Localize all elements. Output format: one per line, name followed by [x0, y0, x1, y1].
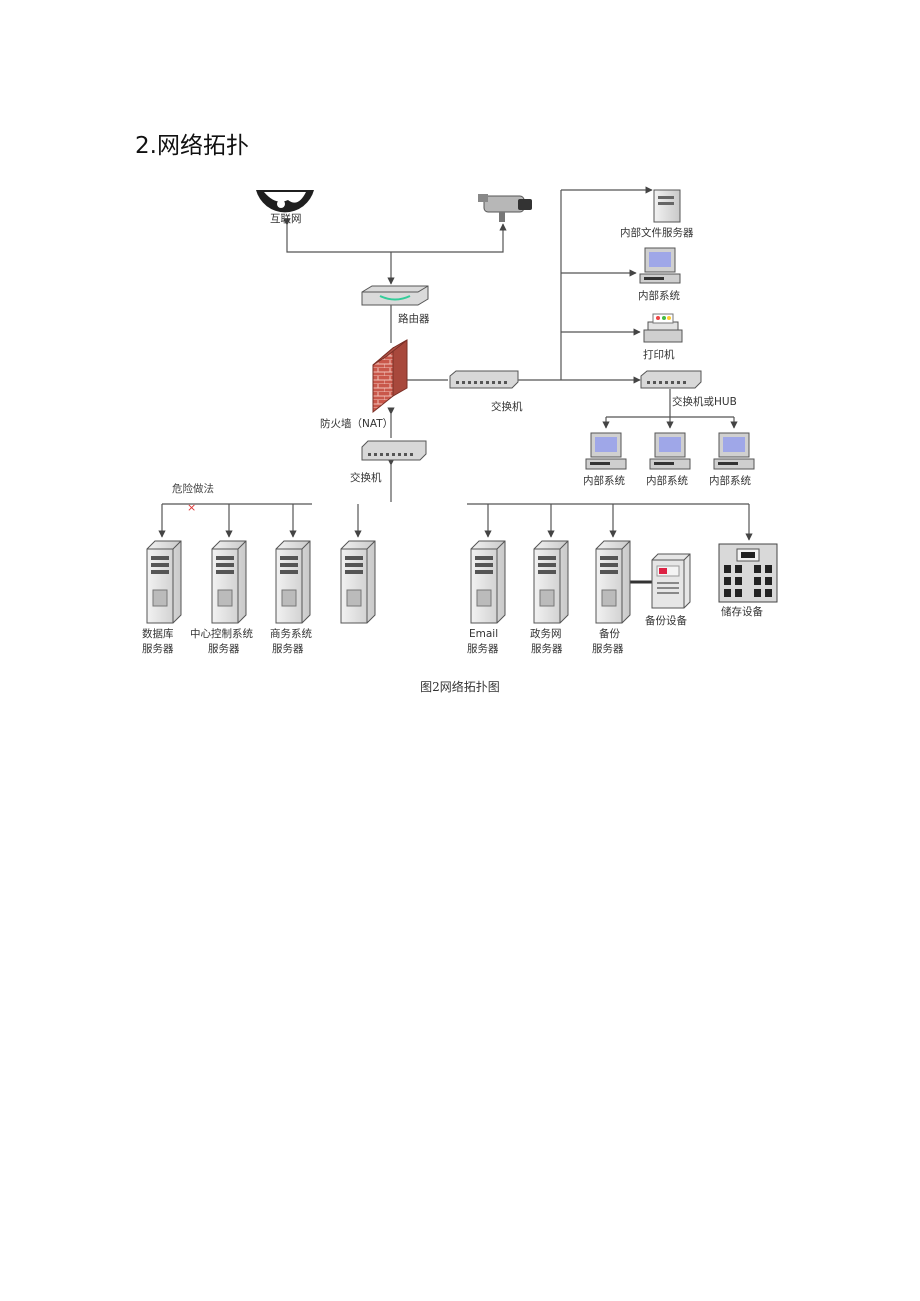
label-switch-mid: 交换机 [491, 400, 523, 413]
label-db-server-2: 服务器 [142, 642, 174, 655]
label-gov-server-1: 政务网 [530, 627, 562, 640]
label-email-server-2: 服务器 [467, 642, 499, 655]
router-icon [361, 285, 429, 306]
label-backup-server-2: 服务器 [592, 642, 624, 655]
figure-caption: 图2网络拓扑图 [420, 679, 500, 694]
label-firewall: 防火墙（NAT） [320, 417, 393, 430]
label-email-server-1: Email [469, 628, 498, 640]
backup-device-icon [651, 553, 691, 609]
computer-icon-1 [585, 432, 627, 470]
label-switch-hub: 交换机或HUB [672, 395, 737, 408]
label-file-server: 内部文件服务器 [620, 226, 694, 239]
file-server-icon [653, 189, 681, 223]
storage-device-icon [718, 543, 778, 603]
globe-icon [256, 190, 314, 213]
computer-icon-2 [649, 432, 691, 470]
section-heading: 2.网络拓扑 [135, 133, 249, 159]
label-internet: 互联网 [270, 213, 302, 225]
label-switch-main: 交换机 [350, 471, 382, 484]
label-internal-2: 内部系统 [646, 474, 688, 487]
danger-mark: × [187, 501, 196, 514]
label-backup-device: 备份设备 [645, 614, 687, 627]
label-gov-server-2: 服务器 [531, 642, 563, 655]
switch-icon-main [361, 440, 427, 461]
computer-icon-top [639, 247, 681, 284]
label-router: 路由器 [398, 312, 430, 325]
computer-icon-3 [713, 432, 755, 470]
server-icon-central [211, 540, 247, 624]
link-internet-router [283, 218, 507, 253]
label-business-server-1: 商务系统 [270, 627, 312, 640]
server-icon-email [470, 540, 506, 624]
label-backup-server-1: 备份 [599, 627, 620, 640]
connections [158, 186, 753, 584]
network-topology-diagram: 互联网 路由器 防火墙（NAT） 交换机 交换机 交换机或HUB 内部文件服务器… [142, 186, 778, 694]
camera-icon [478, 194, 532, 222]
printer-icon [643, 313, 683, 343]
label-internal-top: 内部系统 [638, 289, 680, 302]
firewall-icon [372, 339, 408, 414]
label-central-server-1: 中心控制系统 [190, 627, 253, 640]
label-central-server-2: 服务器 [208, 642, 240, 655]
label-internal-3: 内部系统 [709, 474, 751, 487]
label-danger-note: 危险做法 [172, 482, 214, 495]
server-icon-business [275, 540, 311, 624]
server-icon-db [146, 540, 182, 624]
switch-icon-hub [640, 370, 702, 389]
server-icon-backup [595, 540, 631, 624]
server-icon-gov [533, 540, 569, 624]
label-db-server-1: 数据库 [142, 627, 174, 640]
switch-icon-middle [449, 370, 519, 389]
label-internal-1: 内部系统 [583, 474, 625, 487]
label-business-server-2: 服务器 [272, 642, 304, 655]
label-printer: 打印机 [643, 348, 675, 361]
label-storage-device: 储存设备 [721, 605, 763, 618]
server-icon-extra [340, 540, 376, 624]
